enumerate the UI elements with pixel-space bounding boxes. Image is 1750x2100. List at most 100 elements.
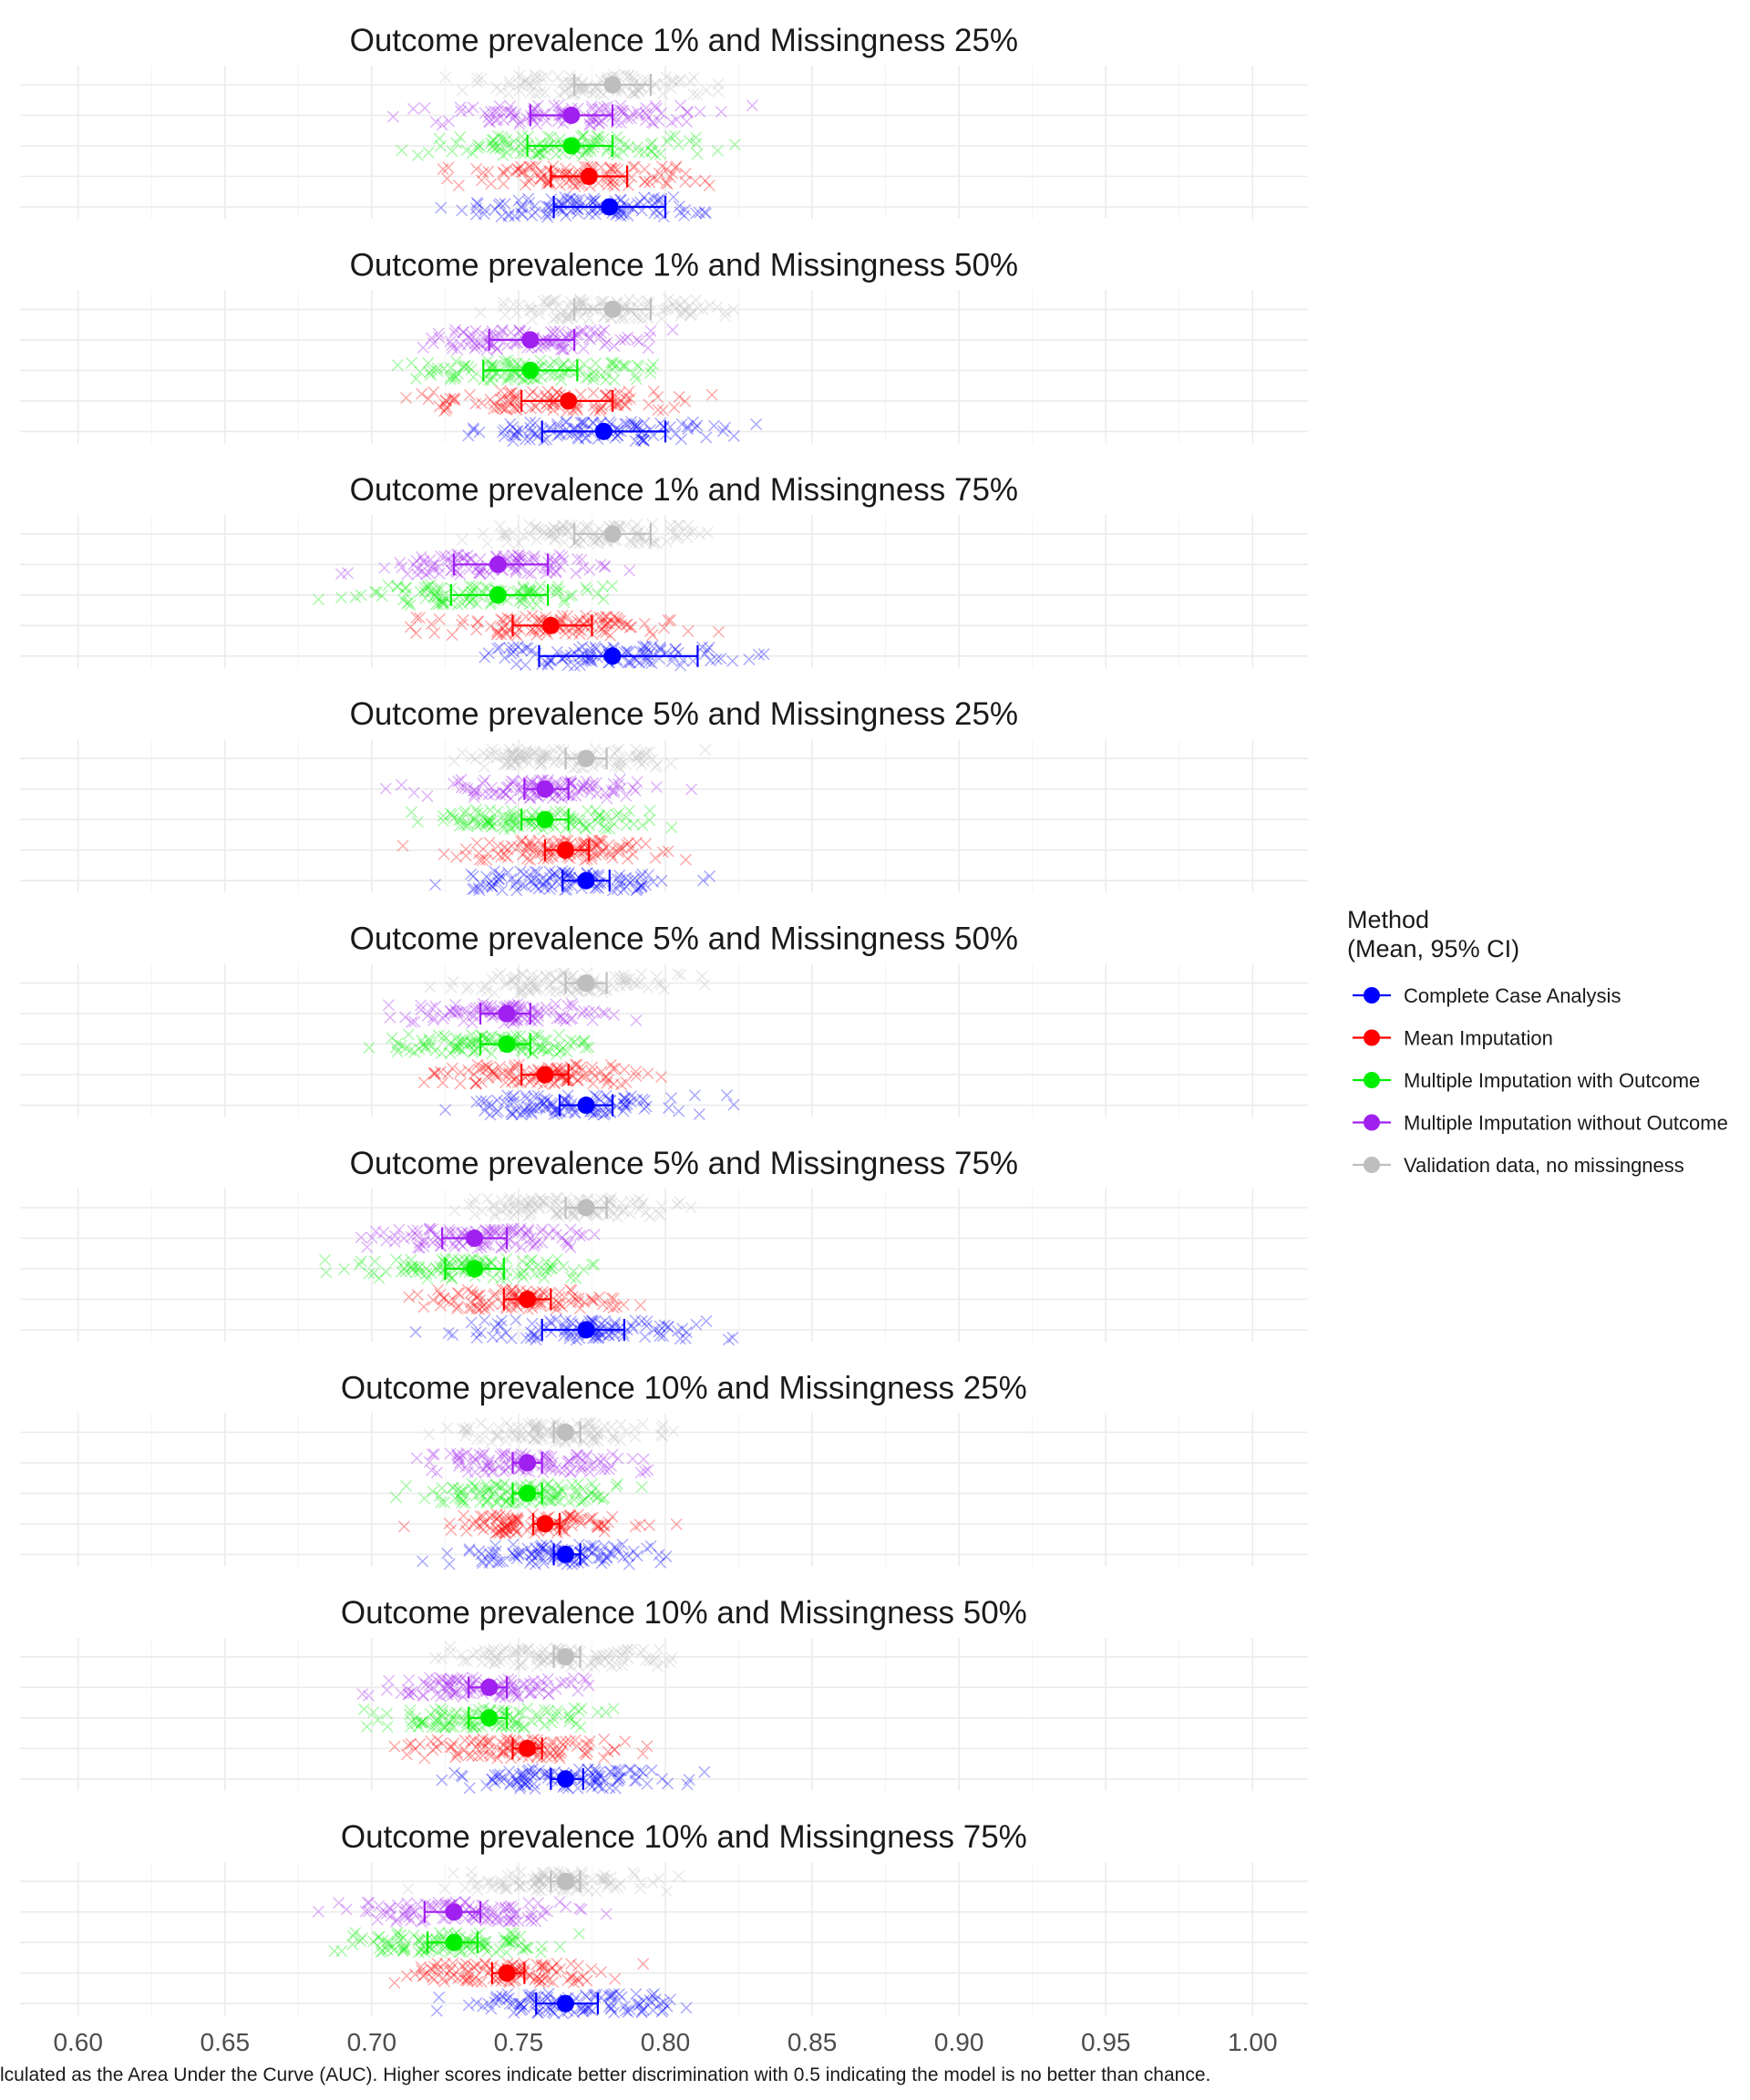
replicate-point [555,523,568,536]
replicate-point [491,113,504,126]
replicate-point [447,393,459,406]
replicate-point [634,81,647,94]
replicate-point [514,116,527,129]
replicate-point [655,313,668,325]
replicate-point [472,139,485,151]
replicate-point [438,551,451,563]
replicate-point [467,371,479,384]
replicate-point [449,564,462,577]
replicate-point [312,593,324,606]
replicate-point [500,628,513,641]
replicate-point [417,554,430,567]
replicate-point [459,359,472,372]
replicate-point [494,385,507,397]
mean-point [577,871,595,890]
replicate-point [619,68,632,81]
mean-point [521,331,540,349]
replicate-point [580,581,592,593]
replicate-point [558,536,571,549]
replicate-point [664,130,677,143]
replicate-point [462,104,475,117]
replicate-point [510,402,522,415]
replicate-point [529,587,541,600]
replicate-point [658,622,671,634]
mean-point [562,107,581,124]
replicate-point [549,554,561,567]
replicate-point [580,372,592,385]
replicate-point [633,536,645,549]
replicate-point [617,208,630,221]
replicate-point [694,106,706,118]
replicate-point [478,208,490,221]
replicate-point [499,424,511,437]
replicate-point [574,297,587,310]
replicate-point [561,195,573,208]
replicate-point [647,358,660,371]
replicate-point [533,307,546,320]
replicate-point [490,81,503,94]
replicate-point [497,296,510,309]
mean-point [480,1709,499,1727]
replicate-point [462,429,475,442]
replicate-point [549,393,561,406]
replicate-point [583,208,596,221]
replicate-point [601,171,613,184]
replicate-point [469,202,482,215]
replicate-point [540,115,553,128]
replicate-point [468,337,481,350]
replicate-point [590,357,602,370]
replicate-point [335,592,347,604]
replicate-point [470,162,483,175]
replicate-point [674,309,687,322]
replicate-point [616,145,629,158]
replicate-point [540,528,553,540]
replicate-point [687,88,700,100]
replicate-point [573,365,586,377]
replicate-point [577,417,590,430]
replicate-point [679,395,692,407]
replicate-point [511,549,524,561]
replicate-point [497,133,510,146]
replicate-point [506,112,519,125]
replicate-point [582,370,595,383]
replicate-point [555,374,568,386]
replicate-point [614,334,627,346]
replicate-point [509,144,521,157]
replicate-point [701,526,714,539]
replicate-point [624,304,637,317]
series-row [456,518,714,551]
replicate-point [502,88,515,100]
replicate-point [551,311,563,324]
replicate-point [679,305,692,318]
replicate-point [512,549,525,561]
replicate-point [529,521,541,534]
replicate-point [699,174,712,187]
replicate-point [482,110,495,123]
replicate-point [507,526,520,539]
replicate-point [581,145,593,158]
replicate-point [674,206,686,219]
replicate-point [567,193,580,206]
chart-panels: Outcome prevalence 1% and Missingness 25… [20,23,1308,2020]
replicate-point [597,132,610,145]
replicate-point [581,584,593,597]
replicate-point [529,200,541,212]
replicate-point [592,533,605,546]
replicate-point [496,529,509,541]
replicate-point [589,404,602,417]
replicate-point [569,536,582,549]
replicate-point [438,597,450,610]
replicate-point [682,520,695,532]
replicate-point [551,417,564,430]
replicate-point [479,107,491,119]
replicate-point [439,395,452,407]
replicate-point [510,388,522,401]
replicate-point [494,401,507,414]
replicate-point [557,343,569,355]
replicate-point [349,591,362,603]
replicate-point [434,139,447,152]
replicate-point [443,115,456,128]
replicate-point [426,364,438,376]
replicate-point [461,550,474,562]
replicate-point [614,99,627,112]
